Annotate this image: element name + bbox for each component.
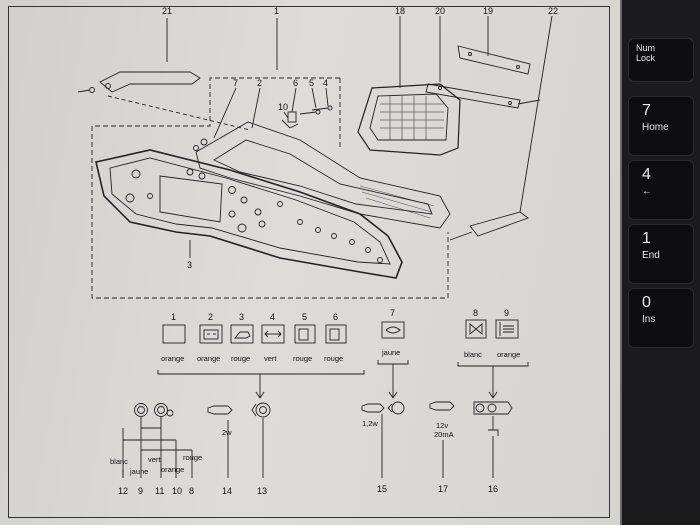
callout-11: 11 <box>155 486 164 496</box>
callout-21: 21 <box>162 6 172 16</box>
numpad-4-label: 4 <box>642 166 651 183</box>
callout-10: 10 <box>278 102 288 112</box>
wire-color-orange: orange <box>161 465 184 474</box>
wire-color-jaune: jaune <box>129 467 148 476</box>
callout-7: 7 <box>233 78 238 88</box>
callout-10-bottom: 10 <box>172 486 182 496</box>
callout-18: 18 <box>395 6 405 16</box>
keyboard-numpad: Num Lock 7 Home 4 ← 1 End 0 Ins <box>622 0 700 525</box>
wire-color-blanc: blanc <box>110 457 128 466</box>
callout-5: 5 <box>309 78 314 88</box>
callout-9: 9 <box>138 486 143 496</box>
symbol-number: 5 <box>302 312 307 322</box>
symbol-color: orange <box>497 350 520 359</box>
symbol-number: 9 <box>504 308 509 318</box>
symbol-color: rouge <box>231 354 250 363</box>
callout-6: 6 <box>293 78 298 88</box>
symbol-color: orange <box>197 354 220 363</box>
bulb-spec-12v: 12v <box>436 421 448 430</box>
callout-3: 3 <box>187 260 192 270</box>
callout-17: 17 <box>438 484 448 494</box>
numpad-4-key[interactable]: 4 ← <box>628 160 694 220</box>
numpad-7-key[interactable]: 7 Home <box>628 96 694 156</box>
symbol-legend: 1 2 3 4 5 6 7 8 9 orange orange rouge ve… <box>161 308 520 363</box>
symbol-number: 1 <box>171 312 176 322</box>
numpad-0-label: 0 <box>642 294 651 311</box>
callout-14: 14 <box>222 486 232 496</box>
arrow-left-icon: ← <box>642 186 652 197</box>
wire-color-vert: vert <box>148 455 161 464</box>
symbol-number: 2 <box>208 312 213 322</box>
symbol-number: 6 <box>333 312 338 322</box>
end-label: End <box>642 250 660 261</box>
symbol-color: rouge <box>293 354 312 363</box>
numlock-key[interactable]: Num Lock <box>628 38 694 82</box>
callout-8: 8 <box>189 486 194 496</box>
parts-diagram: 21 1 18 20 19 22 7 2 6 5 4 10 3 1 2 3 4 … <box>77 6 558 496</box>
document-page: 21 1 18 20 19 22 7 2 6 5 4 10 3 1 2 3 4 … <box>0 0 620 525</box>
symbol-color: vert <box>264 354 277 363</box>
symbol-number: 3 <box>239 312 244 322</box>
callout-4: 4 <box>323 78 328 88</box>
bulb-spec-2w: 2w <box>222 428 232 437</box>
symbol-number: 4 <box>270 312 275 322</box>
numpad-7-label: 7 <box>642 102 651 119</box>
page-frame <box>8 6 610 518</box>
bulb-spec-20ma: 20mA <box>434 430 454 439</box>
symbol-color: rouge <box>324 354 343 363</box>
numpad-1-label: 1 <box>642 230 651 247</box>
callout-12: 12 <box>118 486 128 496</box>
ins-label: Ins <box>642 314 656 325</box>
symbol-number: 7 <box>390 308 395 318</box>
callout-19: 19 <box>483 6 493 16</box>
numpad-1-key[interactable]: 1 End <box>628 224 694 284</box>
callout-15: 15 <box>377 484 387 494</box>
symbol-number: 8 <box>473 308 478 318</box>
numpad-0-key[interactable]: 0 Ins <box>628 288 694 348</box>
callout-16: 16 <box>488 484 498 494</box>
callout-2: 2 <box>257 78 262 88</box>
symbol-color: jaune <box>381 348 400 357</box>
wire-color-rouge: rouge <box>183 453 202 462</box>
callout-13: 13 <box>257 486 267 496</box>
symbol-color: blanc <box>464 350 482 359</box>
callout-22: 22 <box>548 6 558 16</box>
bulb-spec-1-2w: 1,2w <box>362 419 378 428</box>
numlock-label: Num Lock <box>636 43 656 63</box>
symbol-color: orange <box>161 354 184 363</box>
callout-1: 1 <box>274 6 279 16</box>
home-label: Home <box>642 122 669 133</box>
callout-20: 20 <box>435 6 445 16</box>
